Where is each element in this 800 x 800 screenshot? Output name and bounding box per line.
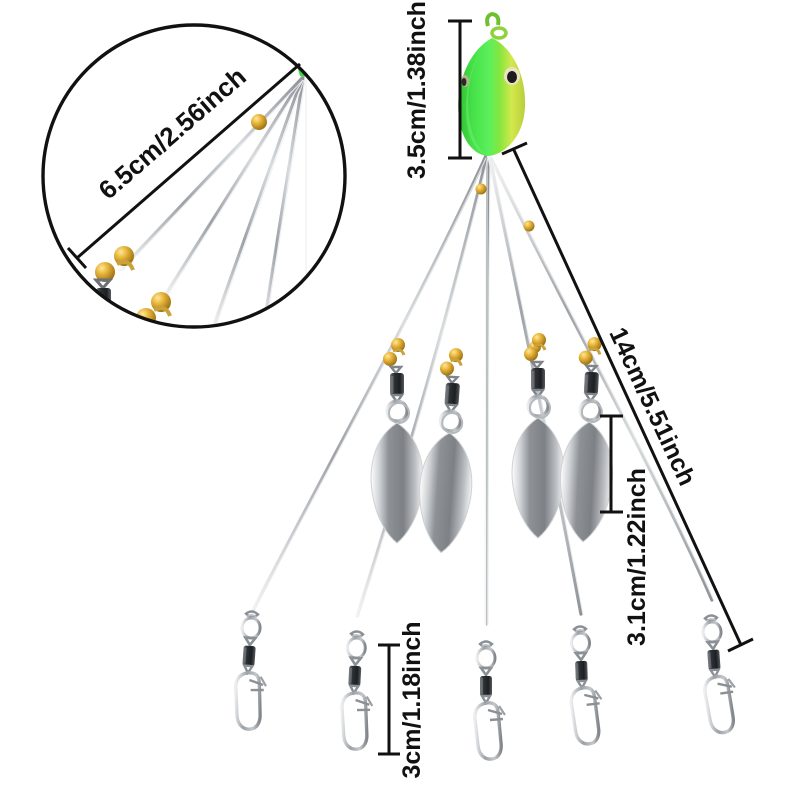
dimension-detail — [66, 62, 301, 270]
dimension-snap — [378, 643, 400, 756]
inset-arm-2 — [160, 76, 304, 302]
wire-arms — [250, 154, 714, 626]
dimension-blade-label: 3.1cm/1.22inch — [623, 468, 651, 646]
inset-arm-1 — [118, 76, 304, 272]
inset-arm-3 — [210, 76, 304, 327]
magnified-inset: 6.5cm/2.56inch — [41, 23, 347, 329]
dimension-head — [448, 19, 472, 160]
wire-arm-1 — [250, 154, 488, 614]
inset-circle-outline — [41, 23, 347, 329]
wire-arm-4 — [487, 154, 583, 616]
inset-arm-4 — [260, 76, 305, 327]
wire-arm-3 — [484, 155, 490, 626]
dimension-arm — [501, 141, 754, 653]
main-rig — [231, 11, 740, 761]
wire-arm-2 — [355, 154, 489, 618]
lure-head — [458, 11, 526, 156]
dimension-head-label: 3.5cm/1.38inch — [403, 1, 431, 179]
wire-arm-5 — [488, 154, 714, 602]
dimension-blade — [600, 414, 623, 514]
dimension-snap-label: 3cm/1.18inch — [398, 621, 426, 778]
